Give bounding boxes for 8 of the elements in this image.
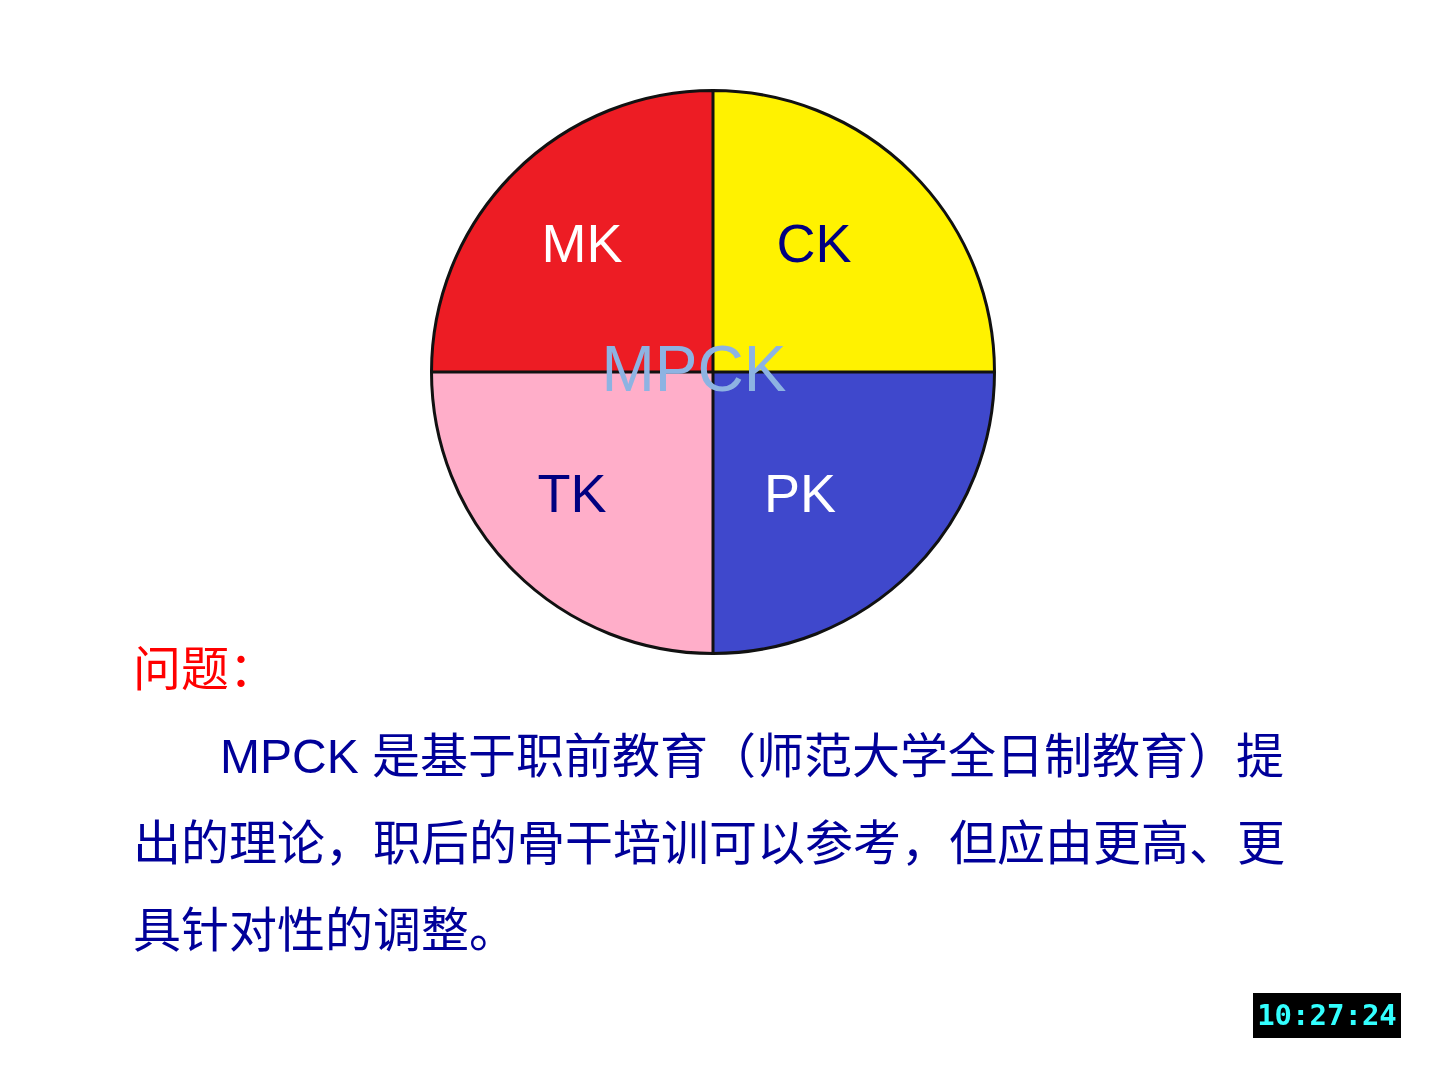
sector-label: PK [764,466,836,520]
sector-label: MK [541,216,623,270]
question-heading: 问题： [133,642,277,698]
body-paragraph: MPCK 是基于职前教育（师范大学全日制教育）提出的理论，职后的骨干培训可以参考，但应由更高、更具针对性的调整。 [133,729,1286,959]
sector-label: CK [776,216,852,270]
center-label: MPCK [601,337,787,401]
digital-clock: 10:27:24 [1253,993,1401,1038]
sector-label: TK [537,466,607,520]
